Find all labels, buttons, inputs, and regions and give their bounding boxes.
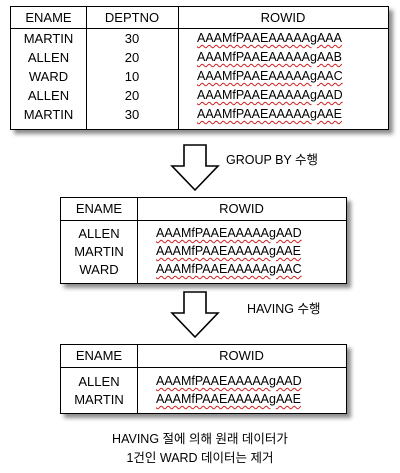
having-result-table: ENAME ROWID ALLEN AAAMfPAAEAAAAAgAAD MAR… (60, 344, 347, 414)
cell-ename: MARTIN (74, 392, 124, 407)
cell-ename: MARTIN (23, 107, 74, 122)
cell-rowid: AAAMfPAAEAAAAAgAAE (156, 244, 301, 258)
grouped-table: ENAME ROWID ALLEN AAAMfPAAEAAAAAgAAD MAR… (60, 197, 347, 284)
cell-rowid: AAAMfPAAEAAAAAgAAC (197, 69, 343, 83)
cell-ename: ALLEN (78, 374, 120, 389)
cell-ename: WARD (28, 69, 69, 84)
source-table: ENAME DEPTNO ROWID MARTIN 30 AAAMfPAAEAA… (10, 6, 389, 130)
column-divider (178, 7, 179, 129)
caption-line-2: 1건인 WARD 데이터는 제거 (126, 451, 274, 465)
column-divider (86, 7, 87, 129)
cell-rowid: AAAMfPAAEAAAAAgAAD (156, 374, 302, 388)
table-header-row (61, 198, 346, 221)
cell-ename: ALLEN (27, 50, 70, 65)
cell-ename: MARTIN (23, 31, 74, 46)
cell-deptno: 20 (124, 88, 140, 103)
cell-rowid: AAAMfPAAEAAAAAgAAD (156, 226, 302, 240)
cell-ename: ALLEN (78, 226, 120, 241)
table-header-row (61, 345, 346, 368)
cell-rowid: AAAMfPAAEAAAAAgAAB (197, 50, 342, 64)
down-arrow-icon (170, 291, 220, 339)
step-label-group-by: GROUP BY 수행 (226, 153, 319, 167)
header-deptno: DEPTNO (104, 10, 160, 25)
cell-ename: MARTIN (74, 244, 124, 259)
header-ename: ENAME (25, 10, 72, 25)
cell-ename: WARD (79, 262, 119, 277)
cell-rowid: AAAMfPAAEAAAAAgAAA (197, 31, 342, 45)
cell-rowid: AAAMfPAAEAAAAAgAAC (156, 262, 302, 276)
caption-line-1: HAVING 절에 의해 원래 데이터가 (112, 432, 288, 446)
column-divider (137, 198, 138, 283)
header-rowid: ROWID (219, 201, 264, 216)
table-header-row (11, 7, 388, 29)
cell-rowid: AAAMfPAAEAAAAAgAAE (197, 107, 342, 121)
cell-deptno: 20 (124, 50, 140, 65)
cell-rowid: AAAMfPAAEAAAAAgAAE (156, 392, 301, 406)
cell-deptno: 10 (124, 69, 140, 84)
cell-deptno: 30 (124, 107, 140, 122)
step-label-having: HAVING 수행 (247, 302, 321, 316)
cell-deptno: 30 (124, 31, 140, 46)
header-ename: ENAME (75, 348, 123, 363)
cell-ename: ALLEN (27, 88, 70, 103)
column-divider (137, 345, 138, 413)
cell-rowid: AAAMfPAAEAAAAAgAAD (197, 88, 343, 102)
down-arrow-icon (170, 144, 220, 192)
header-rowid: ROWID (260, 10, 306, 25)
header-ename: ENAME (75, 201, 123, 216)
header-rowid: ROWID (219, 348, 264, 363)
